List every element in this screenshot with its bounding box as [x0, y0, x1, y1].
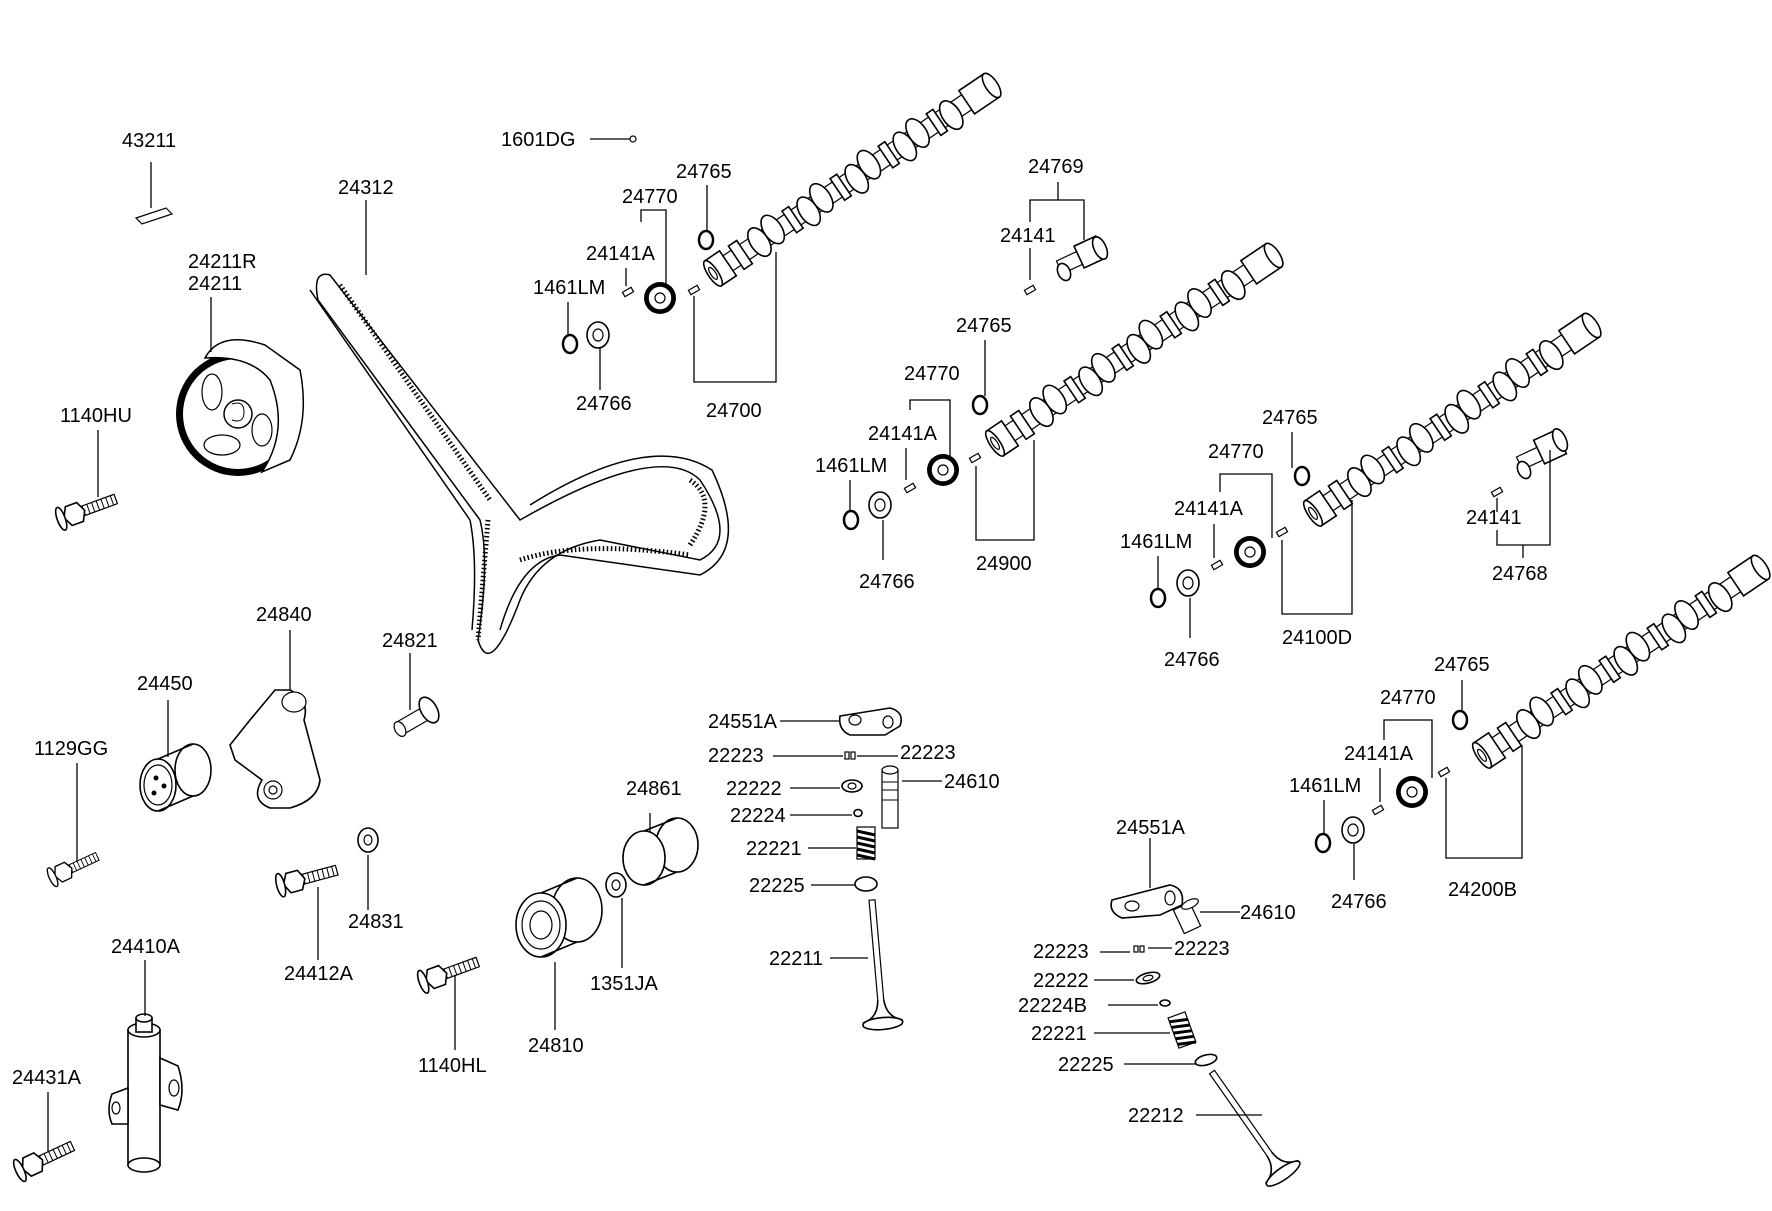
label-1351JA: 1351JA — [590, 973, 658, 995]
label-24450: 24450 — [137, 673, 193, 695]
label-24766-c3: 24766 — [1164, 649, 1220, 671]
label-1140HU: 1140HU — [60, 405, 132, 427]
label-24551A-v2: 24551A — [1116, 817, 1186, 839]
pin-24821: 24821 — [382, 630, 440, 737]
label-22221-v2: 22221 — [1031, 1023, 1087, 1045]
camshaft-assembly-24700: 24765 24770 24141A 1461LM 24766 24700 — [533, 65, 1008, 422]
label-24412A: 24412A — [284, 963, 354, 985]
label-1461LM-c1: 1461LM — [533, 277, 605, 299]
label-24766-c4: 24766 — [1331, 891, 1387, 913]
label-24765-c1: 24765 — [676, 161, 732, 183]
actuator-24769: 24769 24141 — [1000, 156, 1109, 296]
pulley-24450: 24450 — [137, 673, 212, 812]
label-22222-v1: 22222 — [726, 778, 782, 800]
label-22211-v1: 22211 — [769, 948, 823, 970]
label-24766-c2: 24766 — [859, 571, 915, 593]
label-24141A-c2: 24141A — [868, 423, 938, 445]
timing-belt: 24312 — [309, 177, 730, 654]
auto-tensioner-24410A: 24410A — [108, 936, 183, 1173]
label-24831: 24831 — [348, 911, 404, 933]
label-24410A: 24410A — [111, 936, 181, 958]
tensioner-bracket-24840: 24840 — [229, 604, 321, 809]
camshaft-assembly-24200B: 24765 24770 24141A 1461LM 24766 24200B — [1289, 547, 1772, 913]
label-24200B-c4: 24200B — [1448, 879, 1517, 901]
label-24770-c4: 24770 — [1380, 687, 1436, 709]
label-1461LM-c3: 1461LM — [1120, 531, 1192, 553]
label-22212-v2: 22212 — [1128, 1105, 1184, 1127]
valve-group-2: 24551A 24610 22223 22223 22222 22224B 22… — [1018, 817, 1304, 1191]
label-24431A: 24431A — [12, 1067, 82, 1089]
bolt-1129GG: 1129GG — [34, 738, 108, 889]
label-22223-v2-right: 22223 — [1174, 938, 1230, 960]
label-24861: 24861 — [626, 778, 682, 800]
label-24700-c1: 24700 — [706, 400, 762, 422]
label-24821: 24821 — [382, 630, 438, 652]
label-22223-v2-left: 22223 — [1033, 941, 1089, 963]
label-24610-v1: 24610 — [944, 771, 1000, 793]
washer-1351JA: 1351JA — [590, 872, 658, 995]
label-24211: 24211 — [188, 273, 242, 295]
label-24770-c2: 24770 — [904, 363, 960, 385]
label-24810: 24810 — [528, 1035, 584, 1057]
label-24765-c4: 24765 — [1434, 654, 1490, 676]
label-24770-c3: 24770 — [1208, 441, 1264, 463]
label-24765-c2: 24765 — [956, 315, 1012, 337]
label-22225-v2: 22225 — [1058, 1054, 1114, 1076]
camshaft-assembly-24900: 24765 24770 24141A 1461LM 24766 24900 — [815, 235, 1290, 593]
idler-pulley-24810: 24810 — [515, 877, 603, 1057]
label-24551A-v1: 24551A — [708, 711, 778, 733]
label-22222-v2: 22222 — [1033, 970, 1089, 992]
bolt-24431A: 24431A — [10, 1067, 82, 1184]
label-24141A-c3: 24141A — [1174, 498, 1244, 520]
valve-group-1: 24551A 22223 22223 24610 22222 22224 222… — [708, 707, 1000, 1033]
label-plate-43211: 43211 — [122, 130, 176, 225]
label-24770-c1: 24770 — [622, 186, 678, 208]
dowel-1601DG: 1601DG — [501, 129, 637, 151]
label-22225-v1: 22225 — [749, 875, 805, 897]
label-22223-v1-left: 22223 — [708, 745, 764, 767]
label-24211R: 24211R — [188, 251, 257, 273]
bolt-1140HU: 1140HU — [52, 405, 132, 533]
washer-24831: 24831 — [348, 827, 404, 933]
label-1461LM-c2: 1461LM — [815, 455, 887, 477]
label-24141-right: 24141 — [1466, 507, 1522, 529]
label-24312: 24312 — [338, 177, 394, 199]
bolt-1140HL: 1140HL — [414, 949, 487, 1077]
label-22221-v1: 22221 — [746, 838, 802, 860]
actuator-24768: 24141 24768 — [1466, 428, 1569, 585]
label-24141A-c4: 24141A — [1344, 743, 1414, 765]
label-24765-c3: 24765 — [1262, 407, 1318, 429]
camshaft-sprocket: 24211R 24211 — [176, 251, 305, 476]
label-1461LM-c4: 1461LM — [1289, 775, 1361, 797]
label-1140HL: 1140HL — [418, 1055, 487, 1077]
label-24610-v2: 24610 — [1240, 902, 1296, 924]
label-22224B-v2: 22224B — [1018, 995, 1087, 1017]
label-24141-top: 24141 — [1000, 225, 1056, 247]
label-22224-v1: 22224 — [730, 805, 786, 827]
bolt-24412A: 24412A — [272, 857, 354, 985]
label-24840: 24840 — [256, 604, 312, 626]
camshaft-assembly-24100D: 24765 24770 24141A 1461LM 24766 24100D — [1120, 305, 1608, 671]
label-22223-v1-right: 22223 — [900, 742, 956, 764]
label-1601DG: 1601DG — [501, 129, 576, 151]
label-1129GG: 1129GG — [34, 738, 108, 760]
label-43211: 43211 — [122, 130, 176, 152]
label-24766-c1: 24766 — [576, 393, 632, 415]
idler-pulley-24861: 24861 — [622, 778, 699, 886]
label-24900-c2: 24900 — [976, 553, 1032, 575]
label-24769: 24769 — [1028, 156, 1084, 178]
label-24141A-c1: 24141A — [586, 243, 656, 265]
label-24100D-c3: 24100D — [1282, 627, 1352, 649]
label-24768: 24768 — [1492, 563, 1548, 585]
